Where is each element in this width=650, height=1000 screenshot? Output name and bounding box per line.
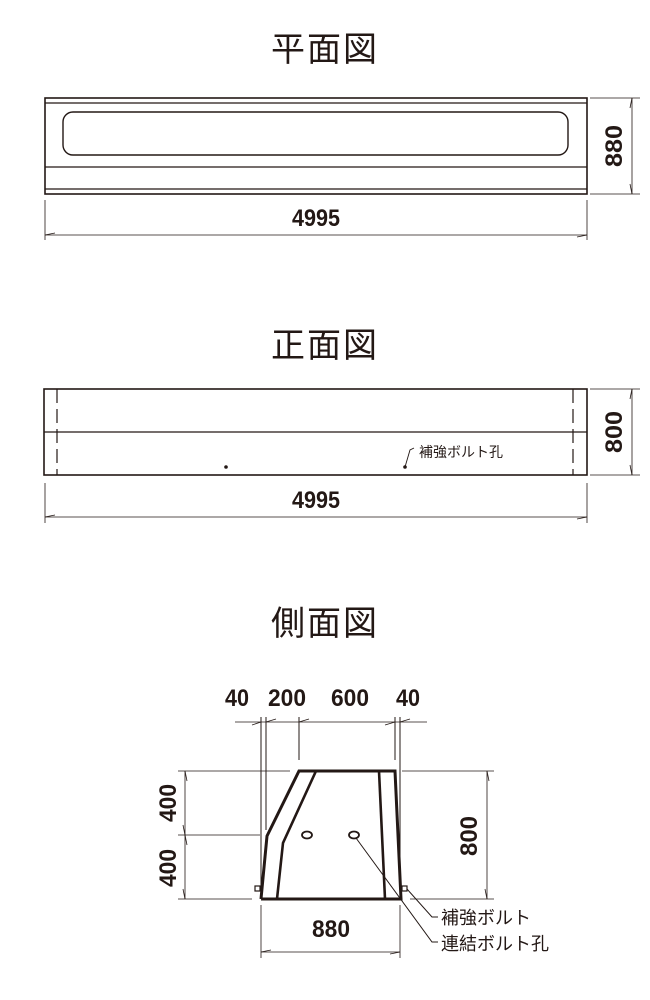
plan-view [44, 97, 640, 240]
plan-width-dimension: 880 [601, 125, 628, 167]
bolt-hole-dot [403, 465, 407, 469]
side-top-dim-4: 40 [396, 685, 420, 712]
plan-length-dimension: 4995 [292, 205, 340, 232]
front-height-dimension: 800 [601, 411, 628, 453]
front-length-dimension: 4995 [292, 487, 340, 514]
front-view [43, 388, 640, 523]
side-left-dim-upper: 400 [155, 784, 182, 822]
side-view-title: 側面図 [271, 604, 379, 644]
side-height-dimension: 800 [456, 816, 483, 856]
front-view-title: 正面図 [271, 326, 379, 366]
reinforcing-bolt-label: 補強ボルト [441, 908, 531, 929]
bolt-hole-label: 補強ボルト孔 [419, 445, 503, 461]
side-top-dim-2: 200 [268, 685, 306, 712]
side-bottom-dimension: 880 [312, 916, 350, 943]
side-top-dim-1: 40 [225, 685, 249, 712]
plan-view-title: 平面図 [271, 30, 379, 70]
side-view [178, 717, 494, 958]
connecting-bolt-hole-label: 連結ボルト孔 [441, 934, 549, 955]
side-left-dim-lower: 400 [155, 849, 182, 887]
bolt-hole-dot [224, 465, 228, 469]
side-top-dim-3: 600 [331, 685, 369, 712]
